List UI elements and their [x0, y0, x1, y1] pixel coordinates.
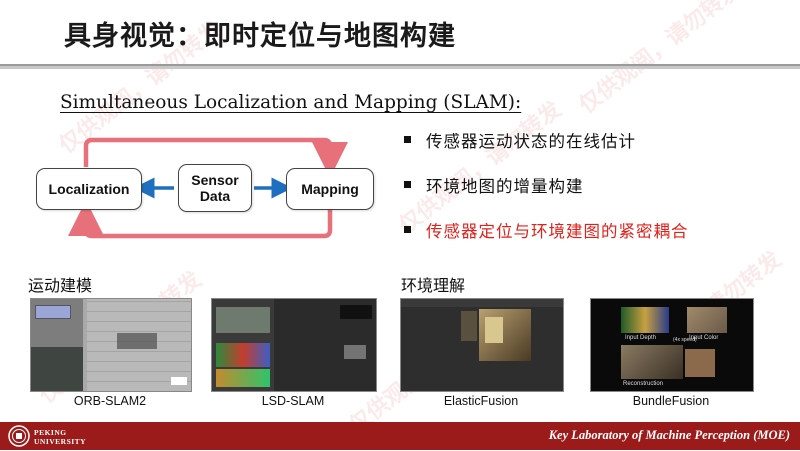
bullet-square-icon [404, 181, 411, 188]
slam-diagram: Localization Sensor Data Mapping [28, 130, 374, 245]
title-divider [0, 64, 800, 69]
elasticfusion-caption: ElasticFusion [443, 394, 519, 408]
lab-name: Key Laboratory of Machine Perception (MO… [548, 428, 790, 442]
bullet-list: 传感器运动状态的在线估计 环境地图的增量构建 传感器定位与环境建图的紧密耦合 [402, 128, 689, 263]
slam-subtitle: Simultaneous Localization and Mapping (S… [60, 92, 522, 113]
bullet-item-highlight: 传感器定位与环境建图的紧密耦合 [402, 218, 689, 241]
sensor-label: Sensor [191, 172, 239, 188]
pku-logo-icon [8, 425, 30, 451]
university-name: PEKING UNIVERSITY [34, 428, 86, 446]
bullet-square-icon [404, 226, 411, 233]
orb-slam2-caption: ORB-SLAM2 [73, 394, 147, 408]
lsd-slam-caption: LSD-SLAM [261, 394, 325, 408]
input-depth-label: Input Depth [625, 335, 657, 341]
elasticfusion-image [400, 298, 564, 392]
bullet-text: 传感器运动状态的在线估计 [426, 132, 636, 151]
data-label: Data [199, 188, 231, 204]
bottom-loop-arrow [68, 200, 333, 239]
lsd-slam-image [211, 298, 377, 392]
bullet-text: 环境地图的增量构建 [426, 177, 584, 196]
speed-label: (4x speed) [673, 337, 697, 343]
orb-slam2-image [30, 298, 192, 392]
bundlefusion-caption: BundleFusion [632, 394, 710, 408]
bundlefusion-image: Input Depth (4x speed) Input Color Recon… [590, 298, 754, 392]
slide-title: 具身视觉：即时定位与地图构建 [64, 21, 456, 52]
title-divider-line [0, 64, 800, 66]
environment-understanding-label: 环境理解 [401, 276, 466, 295]
bullet-square-icon [404, 136, 411, 143]
mapping-label: Mapping [301, 181, 359, 197]
mapping-node: Mapping [286, 168, 374, 210]
university-line1: PEKING [34, 428, 67, 437]
bullet-item: 传感器运动状态的在线估计 [402, 128, 689, 151]
diagram-arrows [68, 137, 348, 239]
bullet-item: 环境地图的增量构建 [402, 173, 689, 196]
footer-bar: PEKING UNIVERSITY Key Laboratory of Mach… [0, 422, 800, 450]
localization-node: Localization [36, 168, 142, 210]
input-color-label: Input Color [689, 335, 719, 341]
bullet-text: 传感器定位与环境建图的紧密耦合 [426, 222, 689, 241]
sensor-data-node: Sensor Data [178, 164, 252, 212]
top-loop-arrow [83, 137, 348, 178]
localization-label: Localization [48, 181, 130, 197]
watermark: 仅供观阅，请勿转发 [574, 0, 747, 119]
motion-modeling-label: 运动建模 [28, 276, 93, 295]
university-line2: UNIVERSITY [34, 437, 87, 446]
reconstruction-label: Reconstruction [623, 381, 664, 387]
